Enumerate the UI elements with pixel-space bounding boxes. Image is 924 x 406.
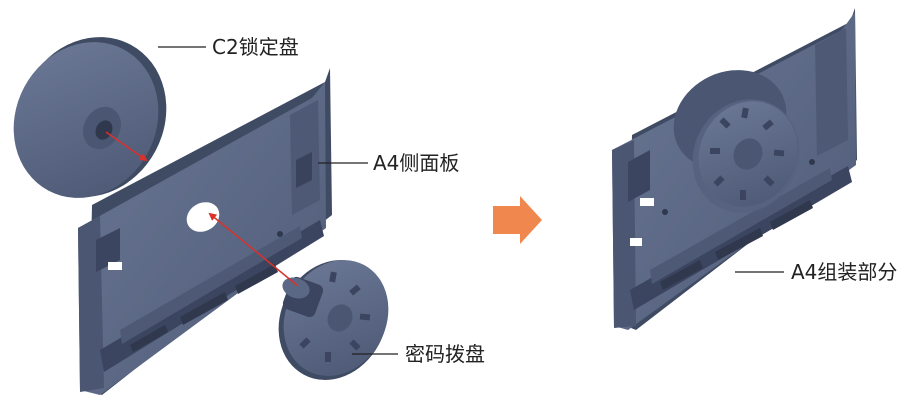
a4-side-panel — [78, 68, 332, 395]
c2-lock-disc — [13, 37, 167, 198]
label-c2-lock-disc: C2锁定盘 — [212, 35, 299, 59]
a4-assembly — [612, 8, 857, 330]
flow-arrow-icon — [493, 196, 542, 244]
label-a4-assembly: A4组装部分 — [791, 260, 898, 284]
code-dial — [278, 260, 389, 380]
label-a4-side-panel: A4侧面板 — [373, 151, 460, 175]
dial-insert-arrow — [208, 212, 299, 287]
disc-insert-arrow — [105, 131, 148, 162]
label-code-dial: 密码拨盘 — [405, 342, 485, 366]
